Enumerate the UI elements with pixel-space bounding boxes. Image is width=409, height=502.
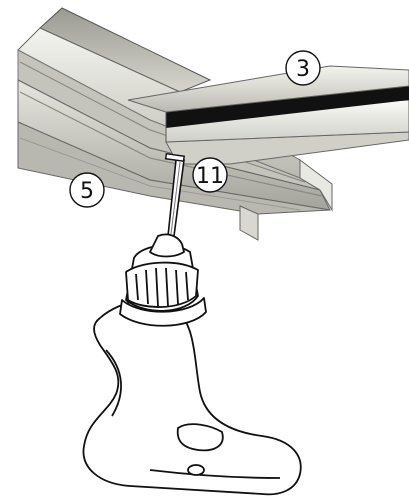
callout-5-label: 5 — [80, 179, 94, 204]
screw-bit — [164, 152, 185, 237]
callout-3: 3 — [285, 50, 321, 86]
callout-5: 5 — [69, 172, 105, 208]
drill-illustration — [82, 233, 302, 496]
callout-11: 11 — [192, 157, 228, 193]
callout-3-label: 3 — [296, 57, 310, 82]
callout-11-label: 11 — [196, 164, 224, 189]
